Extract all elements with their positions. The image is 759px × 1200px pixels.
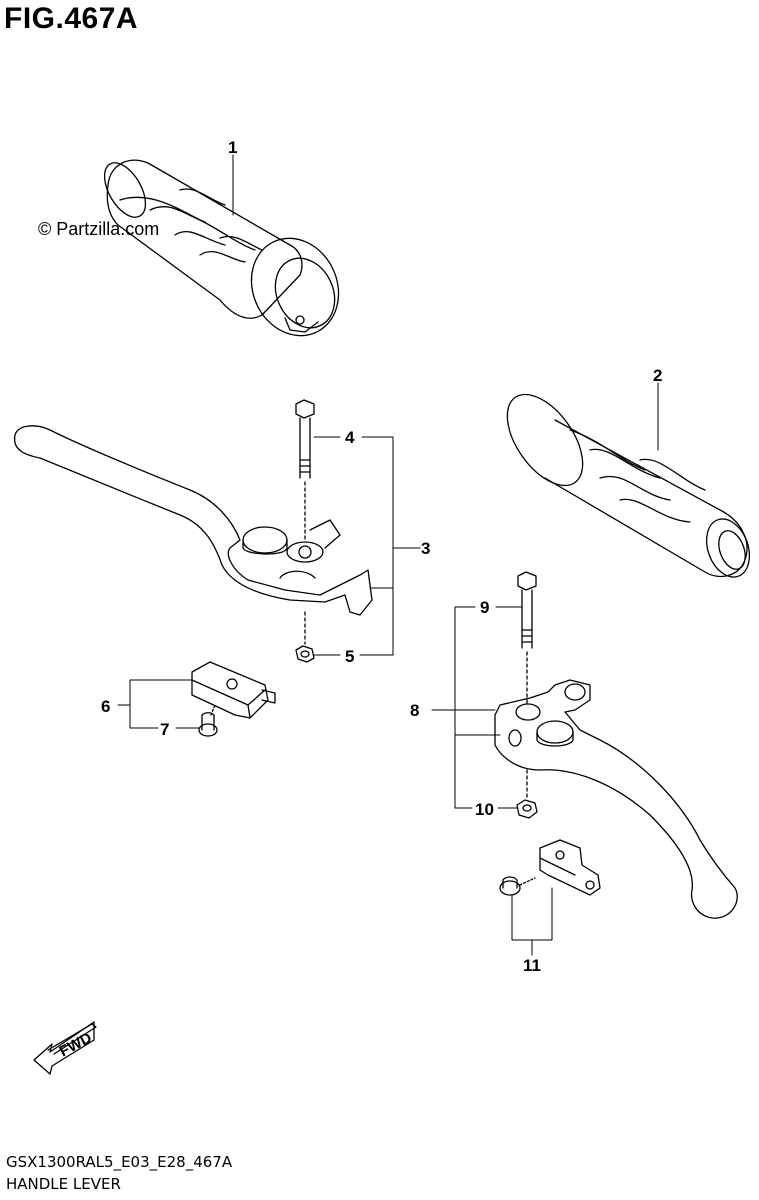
- nut-right[interactable]: [516, 769, 538, 819]
- brake-switch[interactable]: [499, 839, 601, 896]
- brake-lever[interactable]: [494, 679, 738, 919]
- right-grip[interactable]: [492, 381, 757, 583]
- callout-2: 2: [653, 366, 662, 385]
- callout-11: 11: [523, 956, 541, 975]
- bolt-left[interactable]: [295, 399, 315, 541]
- model-code: GSX1300RAL5_E03_E28_467A: [6, 1153, 233, 1171]
- clutch-switch[interactable]: [191, 661, 276, 719]
- fwd-arrow-icon: FWD: [33, 1021, 97, 1075]
- figure-title: FIG.467A: [4, 2, 139, 35]
- figure-caption: HANDLE LEVER: [6, 1175, 121, 1193]
- nut-left[interactable]: [295, 611, 315, 663]
- callout-8: 8: [410, 701, 419, 720]
- screw-left[interactable]: [198, 704, 218, 737]
- clutch-lever[interactable]: [13, 425, 373, 616]
- leader-lines: [117, 154, 659, 956]
- callout-1: 1: [228, 138, 237, 157]
- callout-9: 9: [480, 598, 489, 617]
- bolt-right[interactable]: [517, 571, 537, 706]
- callout-labels: 1 2 3 4 5 6 7 8 9 10 11: [101, 138, 662, 975]
- callout-6: 6: [101, 697, 110, 716]
- left-grip[interactable]: [96, 156, 354, 350]
- callout-7: 7: [160, 720, 169, 739]
- watermark: © Partzilla.com: [38, 219, 160, 239]
- callout-5: 5: [345, 647, 354, 666]
- callout-10: 10: [475, 800, 494, 819]
- callout-4: 4: [345, 428, 355, 447]
- callout-3: 3: [421, 539, 430, 558]
